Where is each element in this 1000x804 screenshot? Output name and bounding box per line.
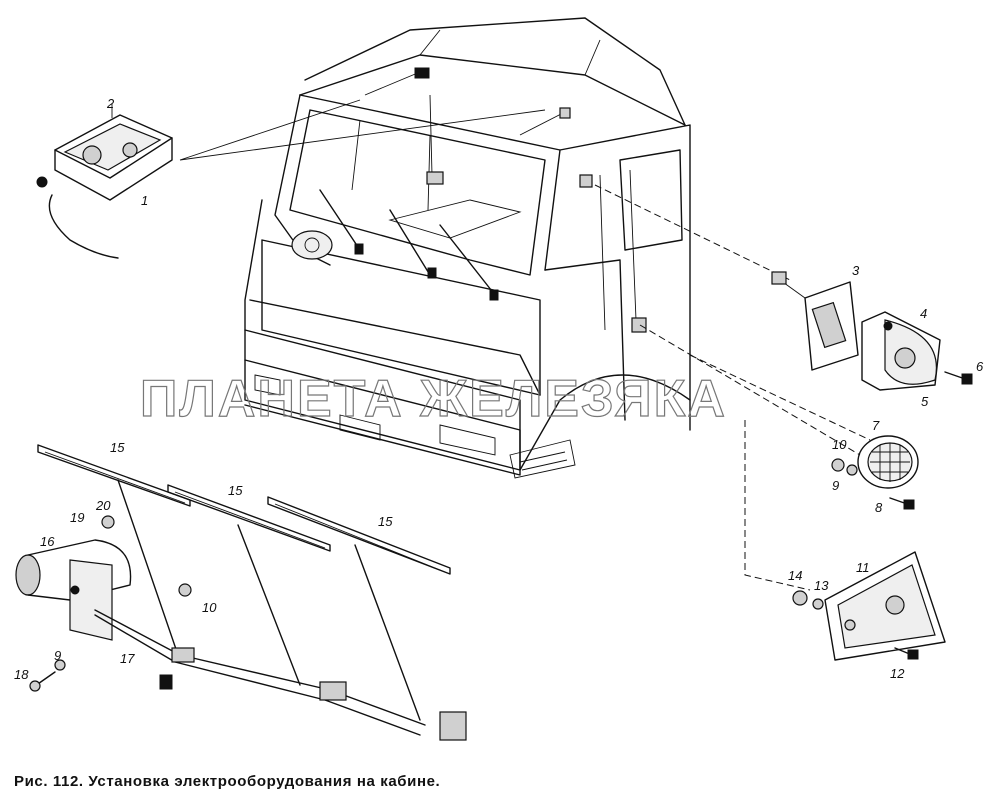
wiper-motor-linkage xyxy=(15,479,467,741)
figure-caption: Рис. 112. Установка электрооборудования … xyxy=(14,773,441,790)
callout-15-left: 15 xyxy=(110,440,125,455)
callout-12: 12 xyxy=(890,666,905,681)
callout-18: 18 xyxy=(14,667,29,682)
callout-9-left: 9 xyxy=(54,648,61,663)
round-reflector xyxy=(831,435,919,510)
callout-10-right: 10 xyxy=(832,437,847,452)
roof-lamp xyxy=(36,103,173,259)
callout-11: 11 xyxy=(856,560,870,575)
side-lamp xyxy=(792,551,946,661)
callout-9-right: 9 xyxy=(832,478,839,493)
electrical-equipment-diagram: 1 2 3 4 5 6 7 8 9 10 11 12 13 14 15 15 1… xyxy=(14,17,984,741)
callout-20: 20 xyxy=(95,498,111,513)
callout-6: 6 xyxy=(976,359,984,374)
callout-15-right: 15 xyxy=(378,514,393,529)
callout-14: 14 xyxy=(788,568,802,583)
callout-16: 16 xyxy=(40,534,55,549)
callout-13: 13 xyxy=(814,578,829,593)
callout-3: 3 xyxy=(852,263,860,278)
callout-2: 2 xyxy=(106,96,115,111)
fuse-block xyxy=(771,271,859,371)
horn xyxy=(861,311,973,391)
callout-5: 5 xyxy=(921,394,929,409)
callout-8: 8 xyxy=(875,500,883,515)
callout-4: 4 xyxy=(920,306,927,321)
callout-19: 19 xyxy=(70,510,84,525)
callout-15-middle: 15 xyxy=(228,483,243,498)
callout-17: 17 xyxy=(120,651,135,666)
truck-cab xyxy=(244,17,691,479)
watermark-text: ПЛАНЕТА ЖЕЛЕЗЯКА xyxy=(140,370,727,428)
leader-lines xyxy=(179,99,871,591)
callout-1: 1 xyxy=(141,193,148,208)
callout-labels: 1 2 3 4 5 6 7 8 9 10 11 12 13 14 15 15 1… xyxy=(14,96,984,682)
wiper-blades xyxy=(37,444,451,575)
callout-7: 7 xyxy=(872,418,880,433)
callout-10-left: 10 xyxy=(202,600,217,615)
